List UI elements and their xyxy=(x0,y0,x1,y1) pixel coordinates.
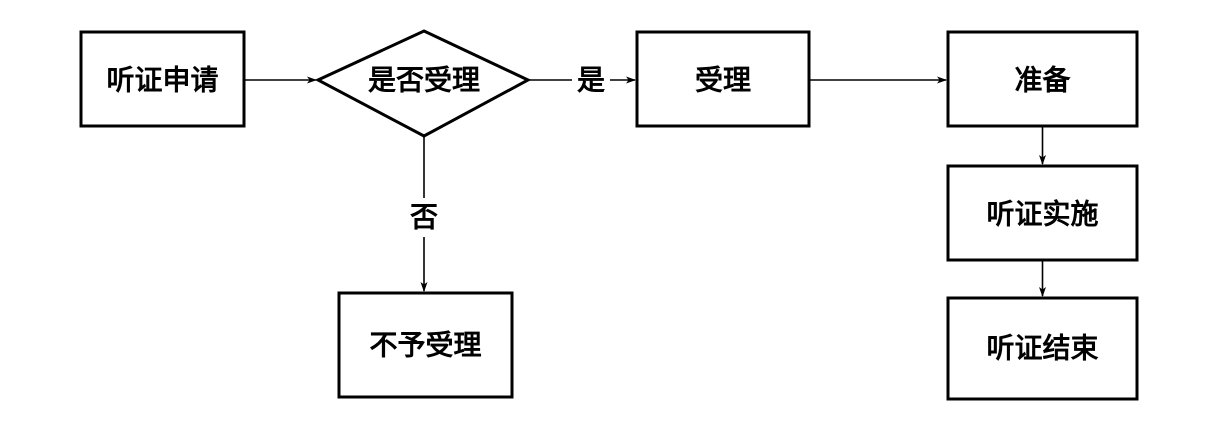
edge-no-label: 否 xyxy=(410,201,438,234)
node-application-label: 听证申请 xyxy=(106,64,218,97)
node-decision: 是否受理 xyxy=(314,29,532,138)
edge-yes-label: 是 xyxy=(577,64,605,97)
node-end: 听证结束 xyxy=(946,296,1139,401)
node-prepare-label: 准备 xyxy=(1014,64,1071,97)
node-decision-label: 是否受理 xyxy=(368,64,480,97)
node-application: 听证申请 xyxy=(79,30,246,128)
node-prepare: 准备 xyxy=(946,30,1139,128)
node-implement-label: 听证实施 xyxy=(986,198,1098,231)
node-accept-label: 受理 xyxy=(695,64,751,97)
node-end-label: 听证结束 xyxy=(986,332,1098,365)
node-reject-label: 不予受理 xyxy=(369,329,481,362)
node-reject: 不予受理 xyxy=(337,291,514,399)
node-implement: 听证实施 xyxy=(946,164,1139,262)
node-accept: 受理 xyxy=(635,30,811,128)
